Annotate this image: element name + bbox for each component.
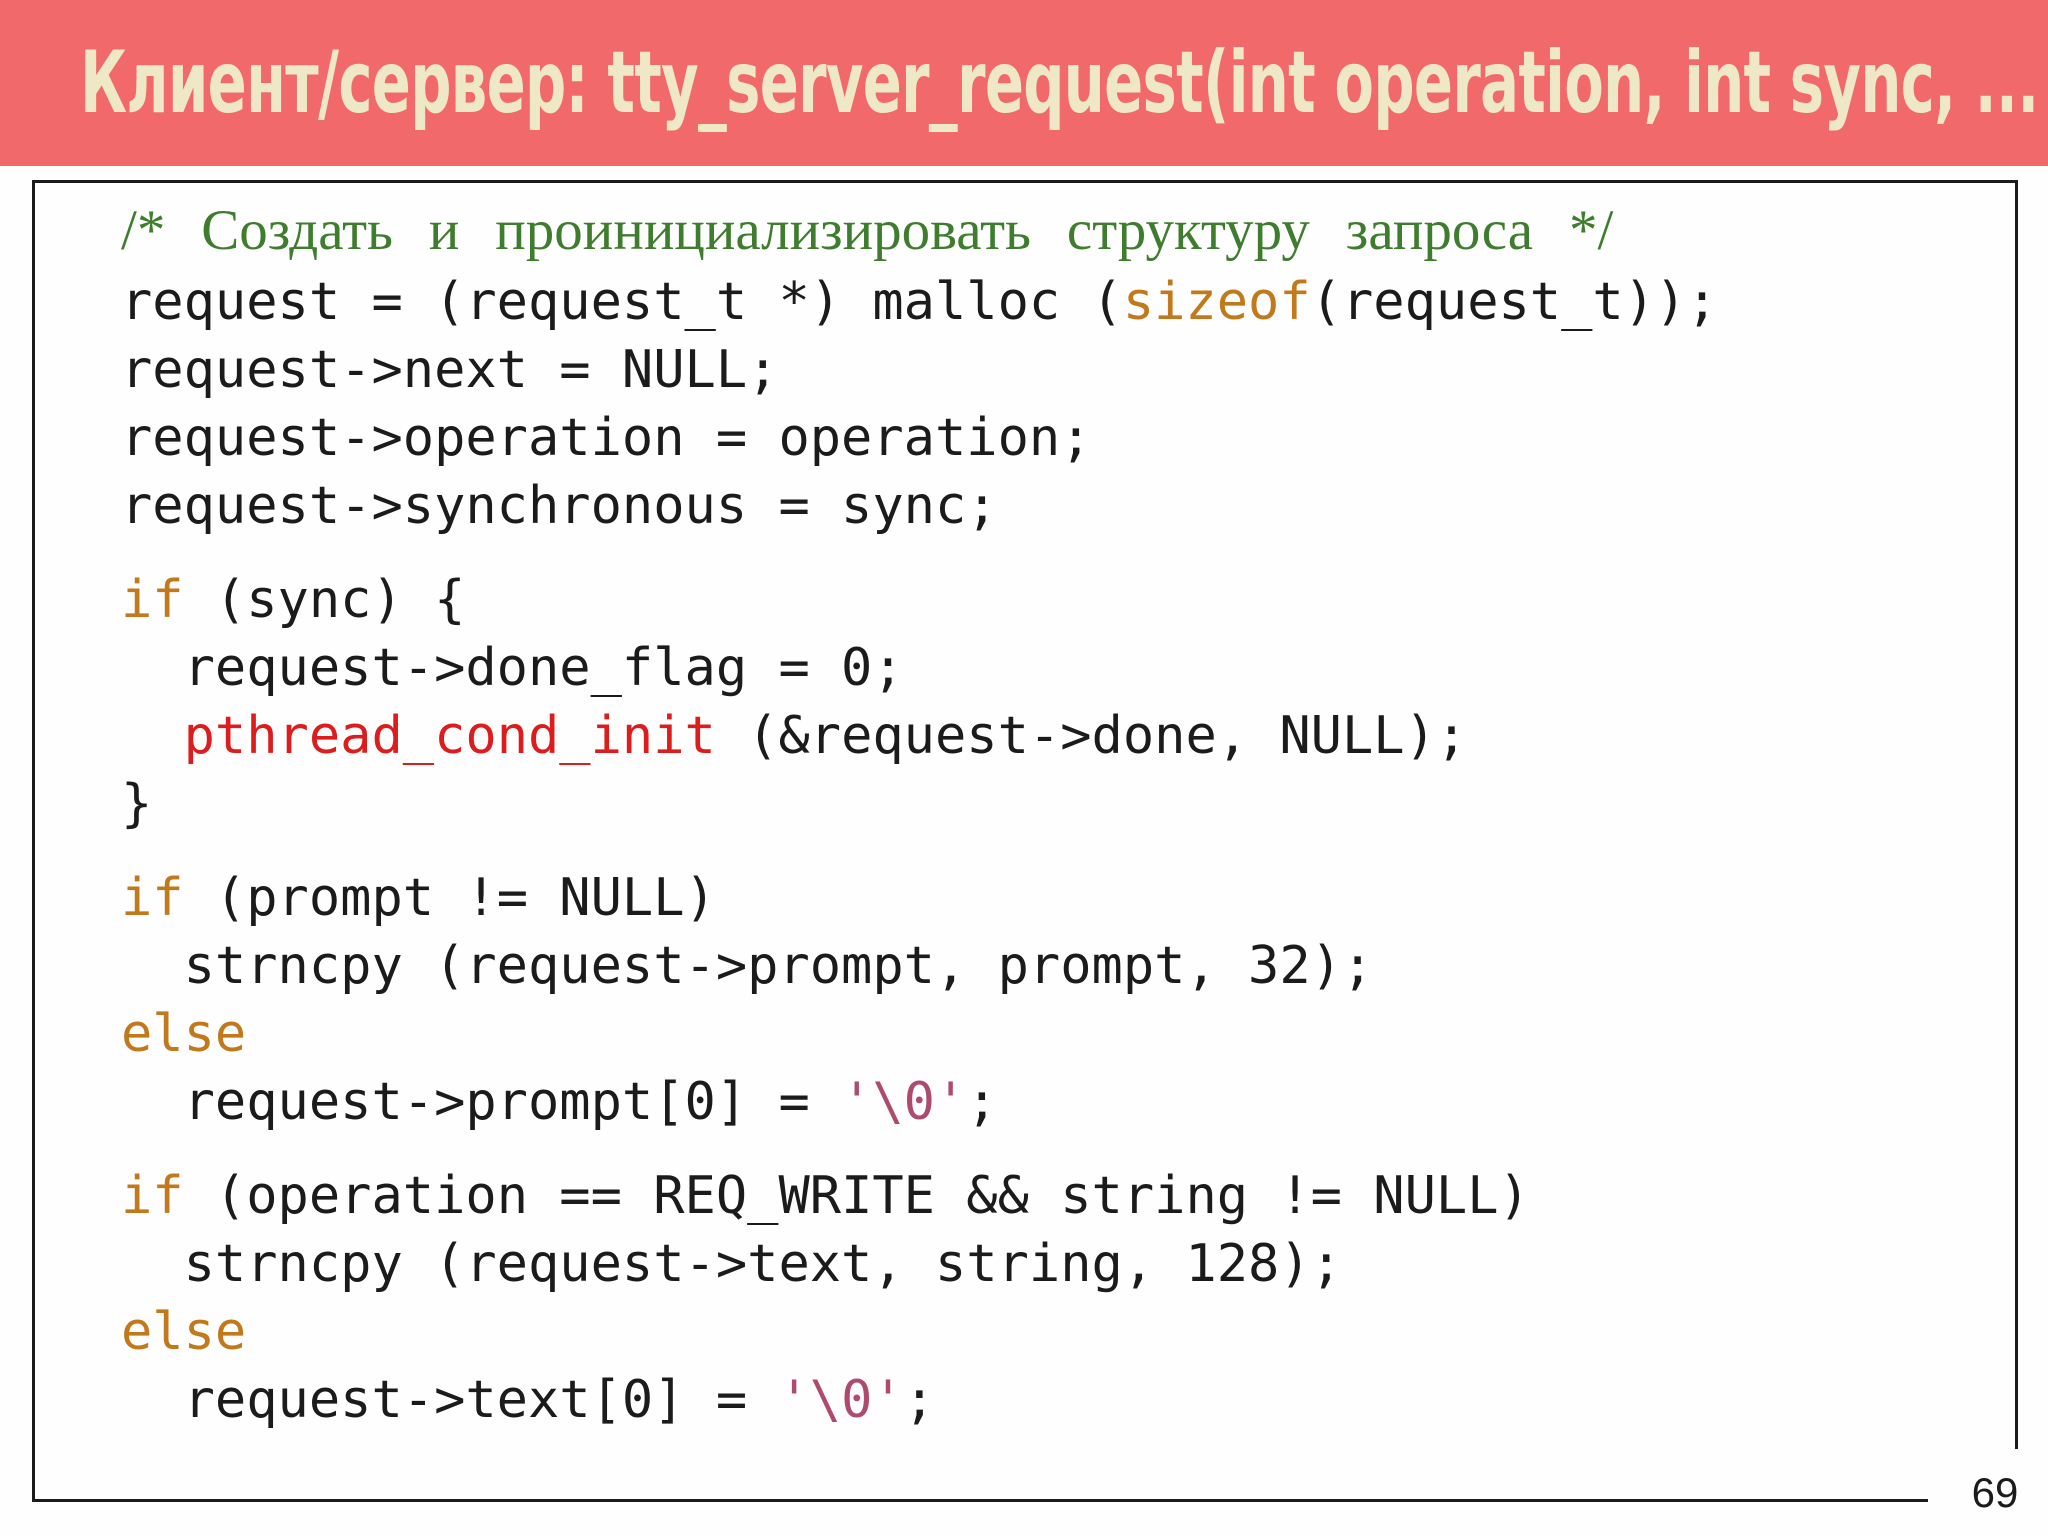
code-line: pthread_cond_init (&request->done, NULL)… bbox=[121, 702, 2011, 770]
code-token: request->operation = operation; bbox=[121, 408, 1092, 468]
code-token-keyword: else bbox=[121, 1302, 247, 1362]
code-line: /* Создать и проинициализировать структу… bbox=[121, 195, 2011, 268]
code-token-keyword: if bbox=[121, 570, 184, 630]
code-token: request = (request_t *) malloc ( bbox=[121, 272, 1123, 332]
code-line: if (operation == REQ_WRITE && string != … bbox=[121, 1162, 2011, 1230]
code-line: strncpy (request->prompt, prompt, 32); bbox=[121, 932, 2011, 1000]
code-token: (operation == REQ_WRITE && string != NUL… bbox=[183, 1166, 1530, 1226]
code-token: request->synchronous = sync; bbox=[121, 476, 998, 536]
code-line: request->text[0] = '\0'; bbox=[121, 1366, 2011, 1434]
code-line: request->prompt[0] = '\0'; bbox=[121, 1068, 2011, 1136]
code-line: else bbox=[121, 1000, 2011, 1068]
code-token: (prompt != NULL) bbox=[183, 868, 716, 928]
code-token: request->done_flag = 0; bbox=[121, 638, 904, 698]
code-line: request->synchronous = sync; bbox=[121, 472, 2011, 540]
code-token: request->next = NULL; bbox=[121, 340, 779, 400]
code-token-str: '\0' bbox=[778, 1370, 904, 1430]
code-section: if (prompt != NULL) strncpy (request->pr… bbox=[121, 864, 2011, 1136]
code-line: request->done_flag = 0; bbox=[121, 634, 2011, 702]
code-token bbox=[121, 706, 184, 766]
slide-title: Клиент/сервер: tty_server_request(int op… bbox=[80, 33, 2039, 133]
code-token: (request_t)); bbox=[1310, 272, 1718, 332]
code-line: strncpy (request->text, string, 128); bbox=[121, 1230, 2011, 1298]
code-line: else bbox=[121, 1298, 2011, 1366]
code-line: if (prompt != NULL) bbox=[121, 864, 2011, 932]
code-block: /* Создать и проинициализировать структу… bbox=[121, 195, 2011, 1460]
page-number-patch: 69 bbox=[1928, 1449, 2048, 1536]
code-line: request->operation = operation; bbox=[121, 404, 2011, 472]
code-section: if (operation == REQ_WRITE && string != … bbox=[121, 1162, 2011, 1434]
code-token-keyword: else bbox=[121, 1004, 247, 1064]
code-line: if (sync) { bbox=[121, 566, 2011, 634]
code-token: } bbox=[121, 774, 153, 834]
code-token: strncpy (request->text, string, 128); bbox=[121, 1234, 1342, 1294]
code-panel: /* Создать и проинициализировать структу… bbox=[32, 180, 2018, 1502]
code-token: (&request->done, NULL); bbox=[715, 706, 1468, 766]
slide-title-banner: Клиент/сервер: tty_server_request(int op… bbox=[0, 0, 2048, 166]
code-token: request->prompt[0] = bbox=[121, 1072, 842, 1132]
code-token-keyword: if bbox=[121, 868, 184, 928]
code-line: } bbox=[121, 770, 2011, 838]
code-token-keyword: sizeof bbox=[1122, 272, 1311, 332]
code-token-str: '\0' bbox=[841, 1072, 967, 1132]
code-line: request->next = NULL; bbox=[121, 336, 2011, 404]
code-token: ; bbox=[903, 1370, 935, 1430]
code-token: (sync) { bbox=[183, 570, 466, 630]
code-token: strncpy (request->prompt, prompt, 32); bbox=[121, 936, 1374, 996]
code-token: request->text[0] = bbox=[121, 1370, 779, 1430]
code-section: if (sync) { request->done_flag = 0; pthr… bbox=[121, 566, 2011, 838]
page-number: 69 bbox=[1971, 1468, 2019, 1516]
code-token-keyword: if bbox=[121, 1166, 184, 1226]
code-line: request = (request_t *) malloc (sizeof(r… bbox=[121, 268, 2011, 336]
code-token-fn: pthread_cond_init bbox=[183, 706, 716, 766]
code-token-comment: /* Создать и проинициализировать структу… bbox=[121, 199, 1614, 262]
code-section: /* Создать и проинициализировать структу… bbox=[121, 195, 2011, 540]
code-token: ; bbox=[966, 1072, 998, 1132]
